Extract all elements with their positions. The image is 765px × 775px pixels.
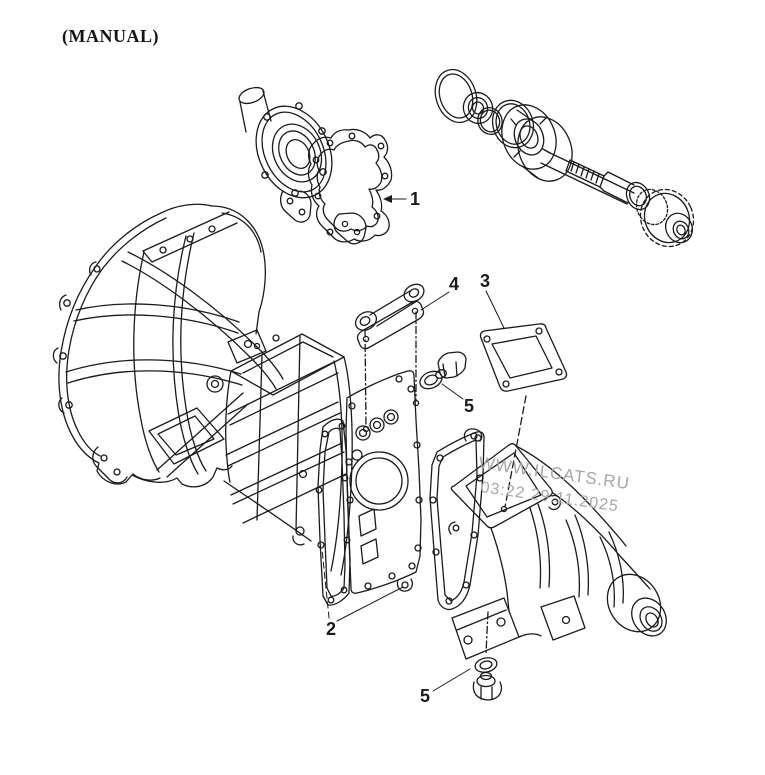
watermark: WWW.ILCATS.RU 03:22 29.11.2025 — [477, 453, 631, 515]
diagram-linework — [52, 68, 695, 701]
callout-3: 3 — [480, 271, 490, 291]
plug-and-washer-drawing — [419, 351, 467, 390]
gear-case-drawing — [223, 329, 353, 576]
front-cover-drawing — [238, 86, 333, 223]
callout-leaders — [321, 195, 505, 692]
page-title: (MANUAL) — [62, 26, 159, 47]
drain-plug-and-washer-drawing — [472, 611, 503, 701]
extension-housing-drawing — [448, 428, 667, 660]
callout-2: 2 — [326, 619, 336, 639]
shift-lever-retainer-and-gasket-drawing — [354, 283, 425, 428]
intermediate-plate-and-gaskets-drawing — [315, 370, 485, 611]
callout-1: 1 — [410, 189, 420, 209]
clutch-bell-housing-drawing — [52, 203, 284, 488]
callout-labels: 1 2 3 4 5 5 — [326, 189, 490, 706]
callout-5-plug: 5 — [464, 396, 474, 416]
input-shaft-assembly-drawing — [434, 68, 695, 248]
callout-4: 4 — [449, 274, 459, 294]
shift-cover-gasket-drawing — [479, 323, 568, 508]
callout-5-drain: 5 — [420, 686, 430, 706]
front-cover-gasket-drawing — [307, 128, 393, 245]
